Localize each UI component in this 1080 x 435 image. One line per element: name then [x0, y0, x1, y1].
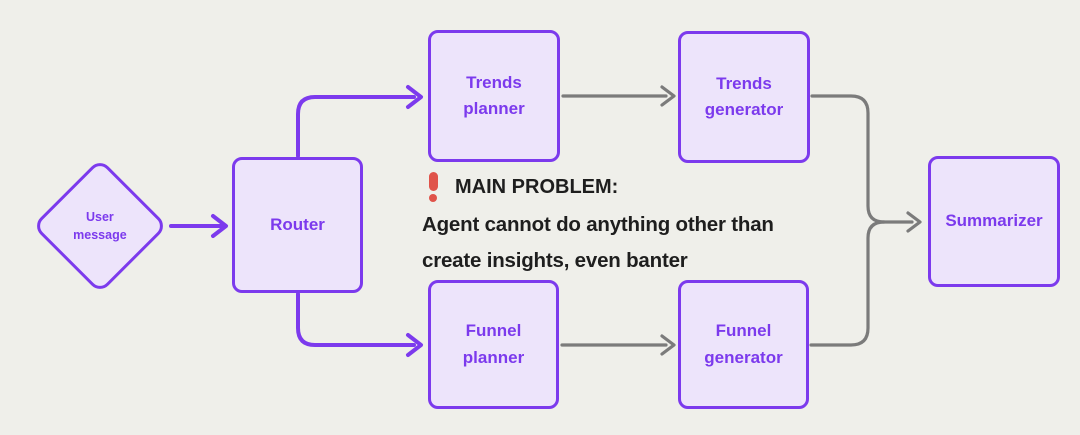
exclamation-icon — [426, 172, 440, 202]
node-label: Router — [270, 214, 325, 234]
arrowhead-router-to-trends-planner — [406, 85, 423, 109]
main-problem-annotation: MAIN PROBLEM: Agent cannot do anything o… — [422, 171, 852, 279]
exclamation-dot — [429, 194, 437, 202]
arrowhead-merge-to-summarizer — [906, 211, 922, 233]
exclamation-bar — [428, 172, 438, 191]
node-trends-planner: Trends planner — [428, 30, 560, 162]
main-problem-line-2: create insights, even banter — [422, 249, 688, 272]
node-label: Funnel planner — [462, 321, 525, 367]
node-trends-generator: Trends generator — [678, 31, 810, 163]
edge-funnel-generator-to-merge — [809, 220, 886, 347]
main-problem-text: Agent cannot do anything other than crea… — [422, 207, 852, 279]
main-problem-heading-row: MAIN PROBLEM: — [422, 171, 852, 203]
node-summarizer: Summarizer — [928, 156, 1060, 287]
arrowhead-trends-planner-to-trends-generator — [660, 85, 676, 107]
node-label: Trends generator — [704, 73, 784, 119]
main-problem-heading: MAIN PROBLEM: — [455, 175, 619, 198]
node-label: User message — [73, 209, 127, 242]
main-problem-line-1: Agent cannot do anything other than — [422, 213, 774, 236]
node-label: Summarizer — [945, 211, 1043, 231]
edge-trends-generator-to-merge — [810, 94, 886, 224]
arrowhead-funnel-planner-to-funnel-generator — [660, 334, 676, 356]
node-label: Trends planner — [463, 72, 525, 118]
edge-router-to-funnel-planner — [296, 292, 416, 347]
node-label: Funnel generator — [704, 321, 783, 367]
node-router: Router — [232, 157, 363, 293]
node-funnel-generator: Funnel generator — [678, 280, 809, 409]
node-funnel-planner: Funnel planner — [428, 280, 559, 409]
arrowhead-router-to-funnel-planner — [406, 333, 423, 357]
edge-router-to-trends-planner — [296, 95, 416, 158]
arrowhead-user-message-to-router — [211, 214, 228, 238]
